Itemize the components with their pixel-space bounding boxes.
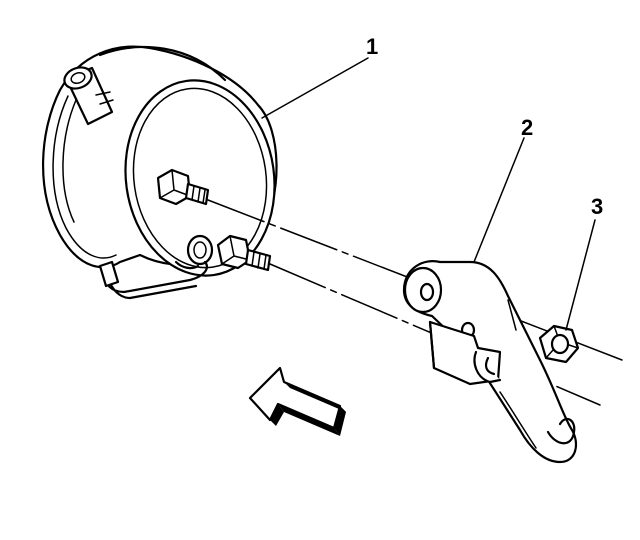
upper-stud: [156, 168, 210, 206]
callout-2: 2: [521, 115, 534, 140]
lower-stud: [216, 234, 272, 272]
direction-arrow-icon: [248, 366, 346, 436]
actuator-rod: [98, 260, 208, 300]
hex-nut: [538, 324, 580, 364]
vacuum-canister: [41, 45, 278, 300]
leader-lines: [261, 57, 596, 331]
mounting-bracket: [402, 260, 578, 464]
callout-3: 3: [591, 194, 604, 219]
vacuum-port: [63, 66, 114, 126]
callout-1: 1: [366, 34, 379, 59]
